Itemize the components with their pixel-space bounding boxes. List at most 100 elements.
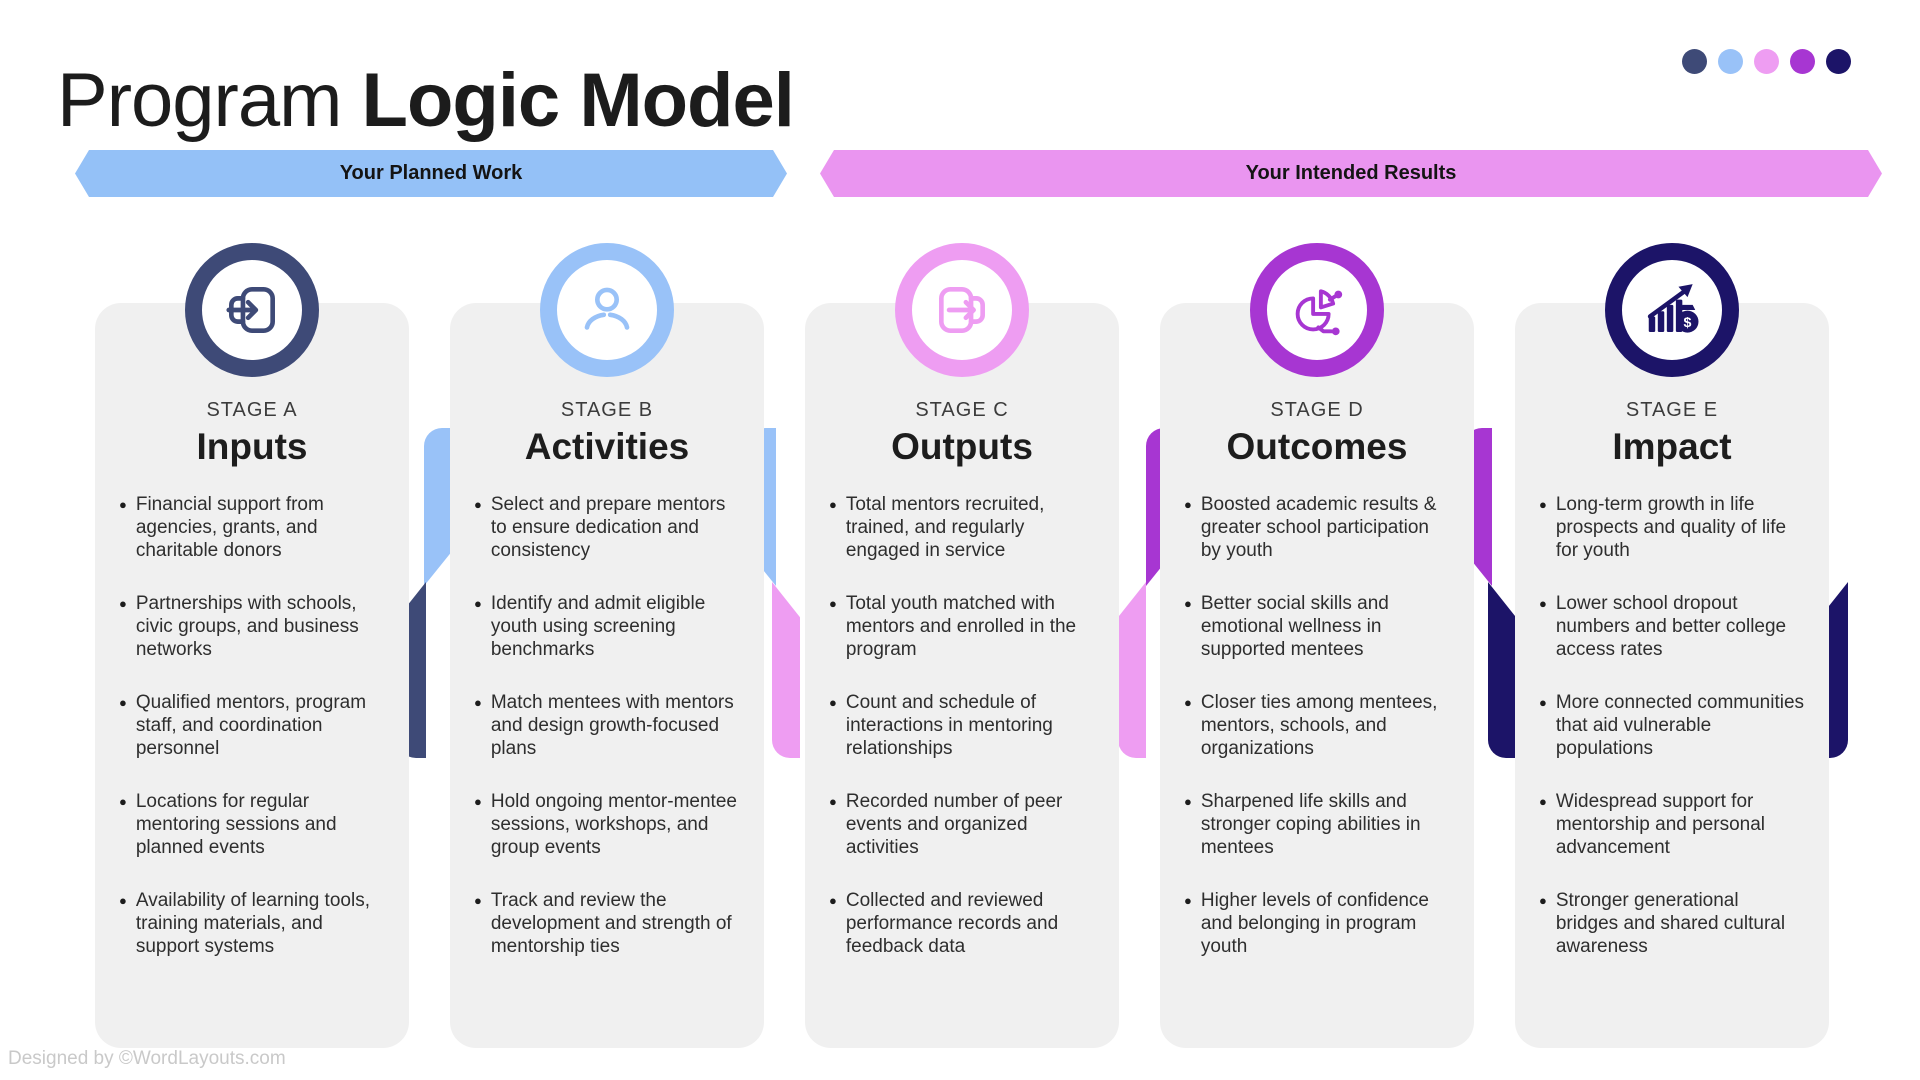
logout-icon <box>939 287 985 333</box>
column-outputs: STAGE C Outputs ●Total mentors recruited… <box>805 243 1119 1048</box>
login-icon <box>226 287 275 333</box>
bullet-icon: ● <box>474 892 482 908</box>
bullet-icon: ● <box>829 892 837 908</box>
banner-intended-results: Your Intended Results <box>820 150 1882 197</box>
list-item: ●Total mentors recruited, trained, and r… <box>829 494 1045 561</box>
bullet-icon: ● <box>119 793 127 809</box>
list-item: ●Total youth matched with mentors and en… <box>829 592 1077 660</box>
stage-label: STAGE C <box>915 399 1009 421</box>
stage-label: STAGE D <box>1270 399 1364 421</box>
list-item: ●Collected and reviewed performance reco… <box>829 889 1059 957</box>
list-item: ●Widespread support for mentorship and p… <box>1539 790 1765 858</box>
list-item: ●Partnerships with schools, civic groups… <box>119 592 359 660</box>
stage-a-badge <box>185 243 319 377</box>
banner-intended-results-label: Your Intended Results <box>1245 162 1457 184</box>
palette-dot-slate <box>1682 49 1707 74</box>
list-item: ●Higher levels of confidence and belongi… <box>1184 889 1429 957</box>
title-regular: Program <box>57 57 362 143</box>
person-icon <box>584 287 630 330</box>
column-title: Impact <box>1612 426 1732 467</box>
column-title: Activities <box>524 426 690 467</box>
list-item: ●Identify and admit eligible youth using… <box>474 592 706 660</box>
list-item: ●Long-term growth in life prospects and … <box>1539 494 1787 561</box>
palette-dot-pink <box>1754 49 1779 74</box>
list-item: ●Availability of learning tools, trainin… <box>119 889 370 957</box>
title-bold: Logic Model <box>361 57 795 143</box>
card-outcomes: STAGE D Outcomes ●Boosted academic resul… <box>1160 303 1474 1048</box>
bullet-icon: ● <box>119 497 127 512</box>
bullet-icon: ● <box>474 497 482 512</box>
list-item: ●Count and schedule of interactions in m… <box>829 691 1053 759</box>
bullet-list: ●Boosted academic results & greater scho… <box>1184 494 1450 959</box>
column-inputs: STAGE A Inputs ●Financial support from a… <box>95 243 409 1048</box>
stage-label: STAGE B <box>560 399 654 421</box>
stage-c-badge <box>895 243 1029 377</box>
bullet-icon: ● <box>1184 595 1192 611</box>
stage-d-badge <box>1250 243 1384 377</box>
bullet-icon: ● <box>119 694 127 710</box>
bullet-icon: ● <box>119 595 127 611</box>
growth-money-icon: $ <box>1647 284 1699 333</box>
bullet-icon: ● <box>1184 892 1192 908</box>
bullet-list: ●Total mentors recruited, trained, and r… <box>829 494 1095 959</box>
bullet-list: ●Long-term growth in life prospects and … <box>1539 494 1805 959</box>
card-inputs: STAGE A Inputs ●Financial support from a… <box>95 303 409 1048</box>
card-outputs: STAGE C Outputs ●Total mentors recruited… <box>805 303 1119 1048</box>
svg-text:$: $ <box>1684 315 1692 331</box>
bullet-icon: ● <box>1184 694 1192 710</box>
column-title: Outcomes <box>1226 426 1408 467</box>
bullet-icon: ● <box>1184 497 1192 512</box>
designer-credit: Designed by ©WordLayouts.com <box>8 1048 286 1069</box>
column-title: Inputs <box>196 426 308 467</box>
bullet-icon: ● <box>1539 694 1547 710</box>
list-item: ●Closer ties among mentees, mentors, sch… <box>1184 691 1438 759</box>
page-title: Program Logic Model <box>57 57 795 144</box>
bullet-icon: ● <box>829 497 837 512</box>
list-item: ●Track and review the development and st… <box>474 889 732 957</box>
card-impact: STAGE E Impact ●Long-term growth in life… <box>1515 303 1829 1048</box>
list-item: ●Locations for regular mentoring session… <box>119 790 337 858</box>
bullet-icon: ● <box>1539 497 1547 512</box>
list-item: ●Match mentees with mentors and design g… <box>474 691 734 759</box>
list-item: ●Financial support from agencies, grants… <box>119 494 324 561</box>
list-item: ●Boosted academic results & greater scho… <box>1184 494 1437 561</box>
list-item: ●More connected communities that aid vul… <box>1539 691 1805 759</box>
palette-dots <box>1682 49 1851 74</box>
bullet-icon: ● <box>474 793 482 809</box>
bullet-icon: ● <box>1184 793 1192 809</box>
bullet-icon: ● <box>1539 793 1547 809</box>
bullet-icon: ● <box>1539 595 1547 611</box>
column-impact: $ STAGE E Impact ●Long-term growth in li… <box>1515 243 1829 1048</box>
banner-planned-work: Your Planned Work <box>75 150 787 197</box>
palette-dot-purple <box>1790 49 1815 74</box>
stage-b-badge <box>540 243 674 377</box>
bullet-icon: ● <box>1539 892 1547 908</box>
card-activities: STAGE B Activities ●Select and prepare m… <box>450 303 764 1048</box>
bullet-icon: ● <box>829 694 837 710</box>
stage-e-badge: $ <box>1605 243 1739 377</box>
stage-label: STAGE A <box>206 399 298 421</box>
column-title: Outputs <box>891 426 1033 467</box>
bullet-list: ●Financial support from agencies, grants… <box>119 494 385 959</box>
list-item: ●Better social skills and emotional well… <box>1184 592 1389 660</box>
bullet-list: ●Select and prepare mentors to ensure de… <box>474 494 740 959</box>
pie-chart-icon <box>1295 289 1343 336</box>
stage-label: STAGE E <box>1625 399 1719 421</box>
stage-columns: STAGE A Inputs ●Financial support from a… <box>95 243 1829 1048</box>
bullet-icon: ● <box>474 694 482 710</box>
connector-ribbon <box>772 582 800 758</box>
list-item: ●Lower school dropout numbers and better… <box>1539 592 1787 660</box>
bullet-icon: ● <box>119 892 127 908</box>
column-activities: STAGE B Activities ●Select and prepare m… <box>450 243 764 1048</box>
bullet-icon: ● <box>829 793 837 809</box>
list-item: ●Hold ongoing mentor-mentee sessions, wo… <box>474 790 737 858</box>
palette-dot-navy <box>1826 49 1851 74</box>
list-item: ●Qualified mentors, program staff, and c… <box>119 691 367 759</box>
banner-planned-work-label: Your Planned Work <box>339 162 523 184</box>
list-item: ●Sharpened life skills and stronger copi… <box>1184 790 1421 858</box>
list-item: ●Stronger generational bridges and share… <box>1539 889 1786 957</box>
list-item: ●Select and prepare mentors to ensure de… <box>474 494 726 561</box>
palette-dot-blue <box>1718 49 1743 74</box>
bullet-icon: ● <box>474 595 482 611</box>
